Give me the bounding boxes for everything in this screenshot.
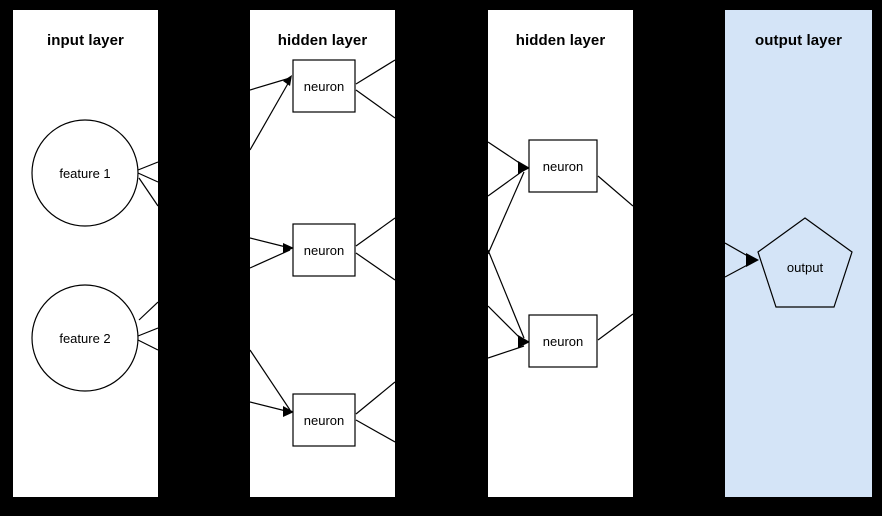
hidden1-neuron-3-box[interactable]: [292, 393, 356, 447]
output-layer-canvas: output: [725, 217, 853, 308]
hidden1-neuron-1-label: neuron: [304, 79, 344, 94]
node-hidden2-neuron-1[interactable]: neuron: [528, 139, 598, 193]
edges-out-of-hidden-2: [597, 175, 633, 341]
edges-into-hidden-1: [250, 75, 294, 417]
edge-f1-n2: [137, 172, 158, 183]
feature-1-label: feature 1: [59, 166, 110, 181]
arrowhead-h2n1: [518, 161, 530, 174]
node-feature-1[interactable]: feature 1: [31, 119, 139, 227]
hidden2-neuron-2-box[interactable]: [528, 314, 598, 368]
arrowhead-n3: [283, 406, 294, 417]
edge-out-n1-b: [355, 89, 395, 119]
edges-from-features: [137, 161, 158, 351]
hidden2-neuron-1-box[interactable]: [528, 139, 598, 193]
node-hidden1-neuron-1[interactable]: neuron: [292, 59, 356, 113]
layer-panel-hidden-1[interactable]: hidden layer: [250, 10, 395, 497]
edge-in-h2n1-b: [488, 169, 525, 197]
hidden-layer-2-canvas: neuron neuron: [488, 139, 633, 368]
arrowhead-n1: [283, 75, 292, 86]
node-hidden2-neuron-2[interactable]: neuron: [528, 314, 598, 368]
layer-title-hidden-1: hidden layer: [277, 32, 368, 49]
node-hidden1-neuron-2[interactable]: neuron: [292, 223, 356, 277]
edge-out-n3-a: [355, 381, 395, 415]
edge-f1-n3: [138, 177, 158, 207]
node-output[interactable]: output: [757, 217, 853, 308]
edge-in-n2-b: [250, 249, 291, 269]
feature-2-circle[interactable]: [31, 284, 139, 392]
output-label: output: [787, 260, 824, 275]
arrowhead-h2n2: [518, 335, 530, 348]
hidden-layer-1-canvas: neuron neuron neuron: [250, 59, 395, 447]
node-hidden1-neuron-3[interactable]: neuron: [292, 393, 356, 447]
feature-2-label: feature 2: [59, 331, 110, 346]
hidden2-neuron-1-label: neuron: [543, 159, 583, 174]
edge-out-n1-a: [355, 59, 395, 85]
edge-in-h2n2-c: [488, 345, 525, 359]
layer-title-output: output layer: [754, 32, 843, 49]
edge-out-n3-b: [355, 419, 395, 443]
edge-f1-n1: [137, 161, 158, 171]
edge-in-n1-b: [250, 79, 291, 151]
hidden1-neuron-3-label: neuron: [304, 413, 344, 428]
edge-in-h2n1-c: [488, 171, 525, 255]
layer-title-hidden-2: hidden layer: [515, 32, 606, 49]
edge-out-h2n2: [597, 313, 633, 341]
output-pentagon[interactable]: [757, 217, 853, 308]
input-layer-canvas: feature 1 feature 2: [31, 119, 158, 392]
arrowhead-output: [746, 253, 759, 267]
edges-into-hidden-2: [488, 141, 530, 359]
edge-out-n2-b: [355, 252, 395, 281]
edges-into-output: [725, 242, 759, 278]
edge-f2-n1: [138, 301, 158, 321]
node-feature-2[interactable]: feature 2: [31, 284, 139, 392]
layer-title-input: input layer: [47, 32, 124, 49]
layer-panel-output[interactable]: output layer output: [725, 10, 872, 497]
edge-out-h2n1: [597, 175, 633, 207]
edge-in-h2n2-a: [488, 249, 525, 339]
edge-out-n2-a: [355, 217, 395, 247]
edge-f2-n2: [137, 327, 158, 337]
edges-out-of-hidden-1: [355, 59, 395, 443]
arrowhead-n2: [283, 243, 294, 253]
layer-panel-input[interactable]: input layer feature 1 feature 2: [13, 10, 158, 497]
layer-panel-hidden-2[interactable]: hidden layer neuron ne: [488, 10, 633, 497]
hidden1-neuron-2-label: neuron: [304, 243, 344, 258]
edge-f2-n3: [137, 339, 158, 351]
feature-1-circle[interactable]: [31, 119, 139, 227]
edge-in-n1-a: [250, 77, 291, 91]
edge-in-n3-a: [250, 349, 291, 411]
hidden1-neuron-2-box[interactable]: [292, 223, 356, 277]
hidden2-neuron-2-label: neuron: [543, 334, 583, 349]
hidden1-neuron-1-box[interactable]: [292, 59, 356, 113]
